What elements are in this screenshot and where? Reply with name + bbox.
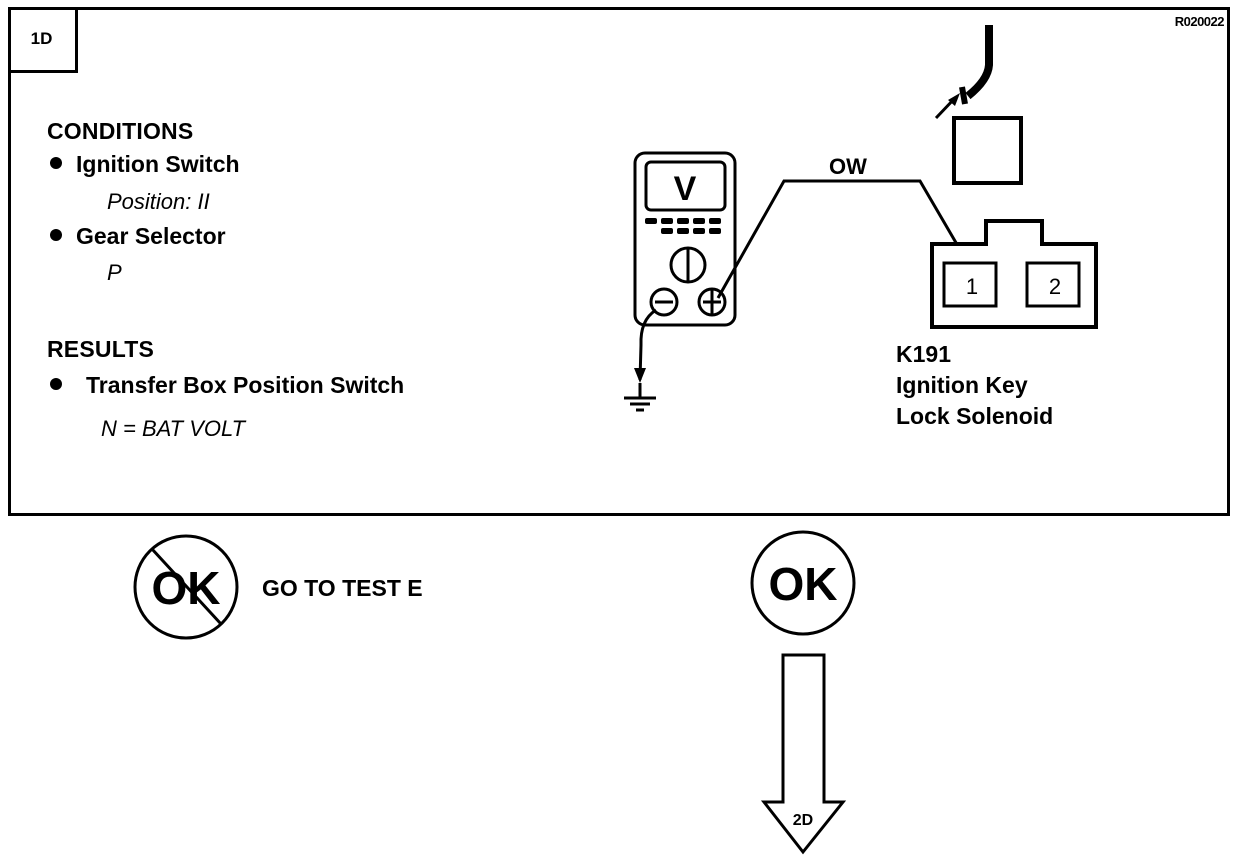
ground-icon (624, 383, 656, 412)
connector-k191: 1 2 (930, 219, 1098, 329)
condition-item: Gear Selector (50, 223, 226, 250)
connector-pin-1 (942, 261, 998, 308)
not-ok-action-link[interactable]: GO TO TEST E (262, 575, 423, 601)
condition-label: Gear Selector (76, 223, 226, 249)
result-item: Transfer Box Position Switch (50, 372, 404, 399)
next-step-label: 2D (793, 812, 813, 829)
connector-name-line1: Ignition Key (896, 372, 1028, 398)
pin-2-label: 2 (1049, 274, 1061, 299)
step-id-tag: 1D (8, 7, 78, 73)
condition-value: Position: II (107, 189, 210, 214)
bullet-icon (50, 228, 62, 241)
bullet-icon (50, 377, 62, 390)
connector-pin-2 (1025, 261, 1081, 308)
wire-color-code: OW (829, 154, 867, 179)
svg-text:OK: OK (769, 558, 838, 610)
ground-lead (624, 308, 657, 412)
not-ok-icon: OK (133, 534, 239, 640)
next-step-arrow-icon[interactable]: 2D (760, 653, 847, 855)
connector-code: K191 (896, 341, 951, 367)
conditions-heading: CONDITIONS (47, 118, 194, 144)
multimeter-icon: V (633, 151, 737, 327)
condition-item: Ignition Switch (50, 151, 240, 178)
connector-name-line2: Lock Solenoid (896, 403, 1054, 429)
bullet-icon (50, 156, 62, 169)
harness-plug-icon (934, 25, 1023, 185)
ok-icon: OK (750, 530, 856, 636)
test-step-panel (8, 7, 1230, 516)
result-label: Transfer Box Position Switch (86, 372, 405, 398)
condition-label: Ignition Switch (76, 151, 240, 177)
results-heading: RESULTS (47, 336, 155, 362)
pin-1-label: 1 (966, 274, 978, 299)
meter-mode-label: V (674, 170, 697, 208)
condition-value: P (107, 260, 122, 285)
reference-code: R020022 (1174, 14, 1225, 29)
result-value: N = BAT VOLT (101, 416, 246, 441)
